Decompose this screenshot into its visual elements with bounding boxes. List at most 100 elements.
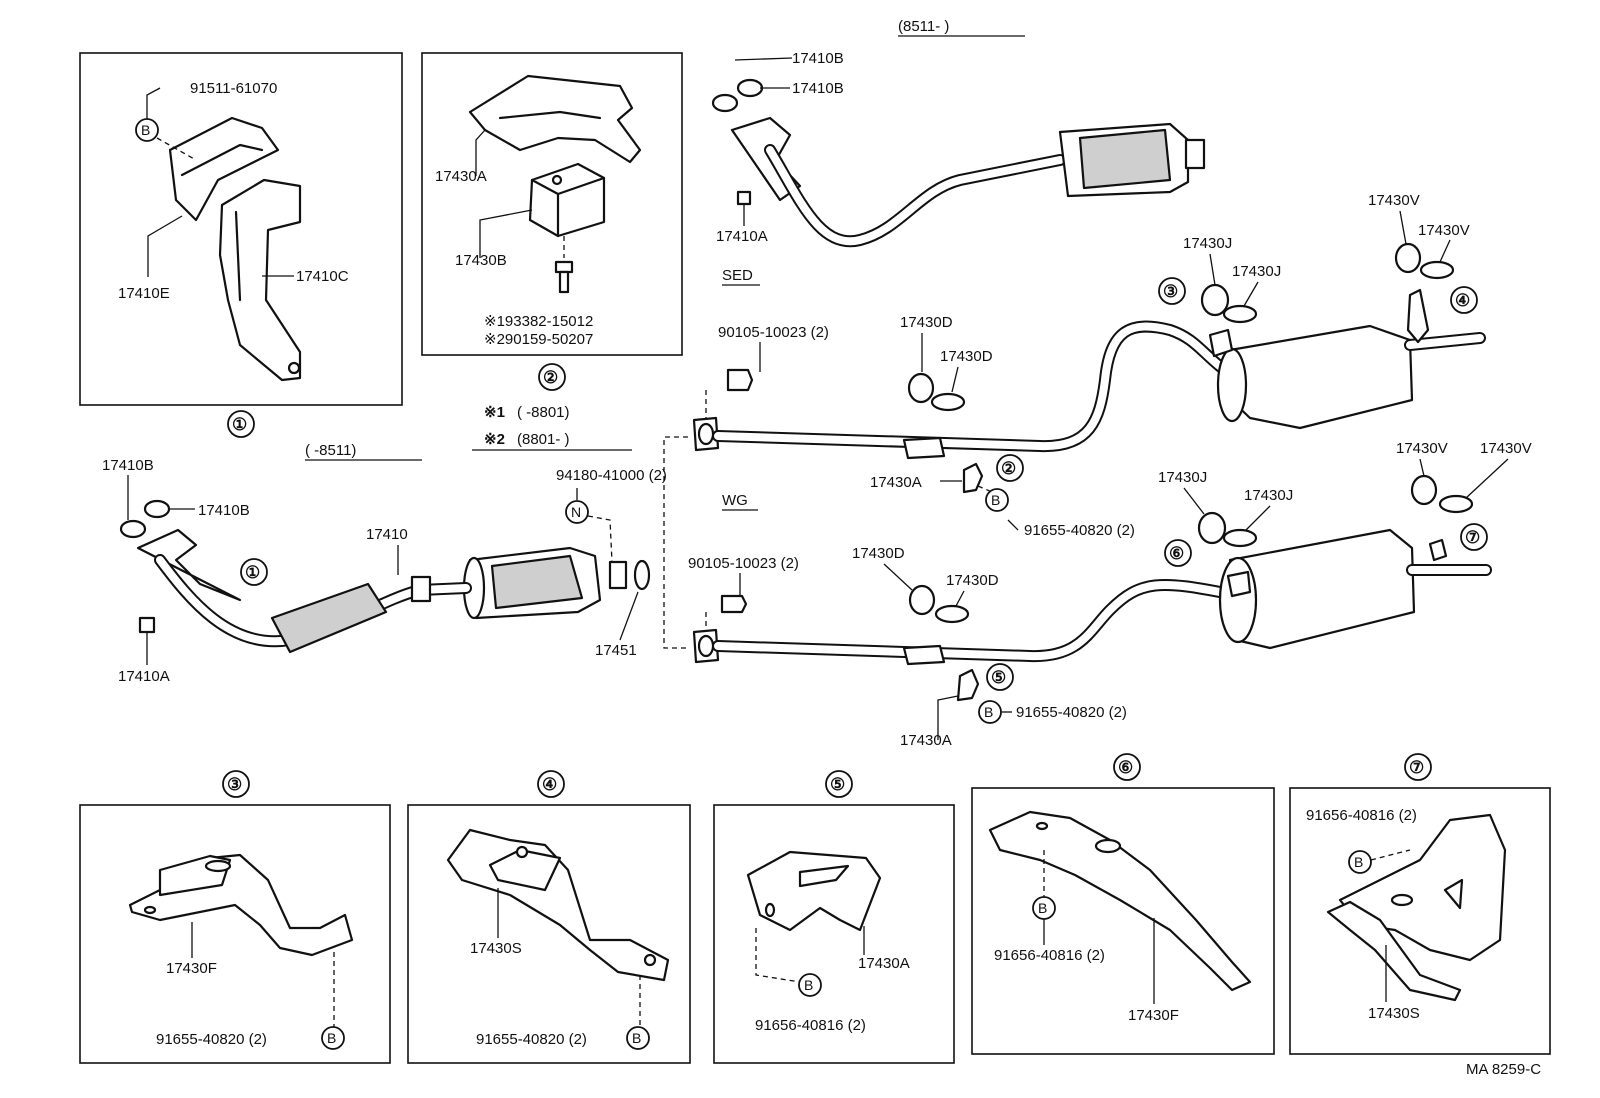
note2-mark: ※2 [484,431,505,448]
wg-bolt-b-text: B [984,704,993,720]
label-bolt2: ※290159-50207 [484,331,593,348]
wg-label: WG [722,492,748,509]
nut-n-marker [565,500,589,524]
exhaust-manifold-pipe-17410 [136,528,426,654]
label-17410b-sed-1: 17410B [792,50,844,67]
wg-rear-pipe: 90105-10023 (2) 17430D 17430D 17430J 174… [688,440,1532,749]
label-91511-61070: 91511-61070 [190,80,277,97]
heat-shield-17430a-drawing [468,74,642,164]
range-top-text: (8511- ) [898,18,949,35]
label-17430a-wg: 17430A [900,732,952,749]
label-bolt1: ※193382-15012 [484,313,593,330]
inset5-bolt-b: B [804,977,813,993]
label-90105-wg: 90105-10023 (2) [688,555,799,572]
notes-block: ※1 ( -8801) ※2 (8801- ) [472,404,632,451]
bolt-drawing [554,236,574,294]
label-17430v-wg-2: 17430V [1480,440,1532,457]
label-17410a-sed: 17410A [716,228,768,245]
label-17410b-left-1: 17410B [102,457,154,474]
mount-17430b-drawing [528,162,606,238]
inset-7: ⑦ B 91656-40816 (2) 17430S [1289,753,1551,1055]
label-17430a-inset5: 17430A [858,955,910,972]
label-91656-inset5: 91656-40816 (2) [755,1017,866,1034]
inset7-bolt-b: B [1354,854,1363,870]
label-17430d-sed-1: 17430D [900,314,953,331]
label-91656-inset7: 91656-40816 (2) [1306,807,1417,824]
bolt-b-marker: B [135,87,197,161]
label-91656-inset6: 91656-40816 (2) [994,947,1105,964]
nut-n-text: N [571,504,581,520]
inset-4: ④ 17430S 91655-40820 (2) B [407,770,691,1064]
inset-5-callout: ⑤ [830,775,845,794]
inset-4-callout: ④ [542,775,557,794]
label-17430j-wg-2: 17430J [1244,487,1293,504]
gasket-17410b-2 [143,499,171,519]
label-17410b-sed-2: 17410B [792,80,844,97]
sed-bolt-b-text: B [991,492,1000,508]
label-91655-inset3: 91655-40820 (2) [156,1031,267,1048]
inset-1-callout: ① [232,415,247,434]
sed-rear-pipe: 90105-10023 (2) 17430D 17430D 17430J 174… [692,192,1486,539]
label-91655-wg: 91655-40820 (2) [1016,704,1127,721]
note1-range: ( -8801) [517,404,570,421]
label-17430v-wg-1: 17430V [1396,440,1448,457]
connector-bracket [663,436,688,649]
bracket-17410c-drawing [218,178,302,382]
label-91655-inset4: 91655-40820 (2) [476,1031,587,1048]
label-91655-sed: 91655-40820 (2) [1024,522,1135,539]
label-17410: 17410 [366,526,408,543]
label-17410a-left: 17410A [118,668,170,685]
sed-callout-4: ④ [1455,291,1470,310]
label-17430j-sed-2: 17430J [1232,263,1281,280]
label-17430b: 17430B [455,252,507,269]
range-left-text: ( -8511) [305,442,356,459]
top-range-label: (8511- ) [898,18,1025,37]
label-17430j-wg-1: 17430J [1158,469,1207,486]
sed-callout-2: ② [1001,459,1016,478]
catalytic-converter [414,546,602,620]
inset4-bolt-b: B [632,1030,641,1046]
label-17430a-inset2: 17430A [435,168,487,185]
bracket-17410e-drawing [168,116,280,222]
gasket-17410b-1 [119,519,147,539]
inset-2-callout: ② [543,368,558,387]
note2-range: (8801- ) [517,431,570,448]
label-17430f-inset6: 17430F [1128,1007,1179,1024]
inset-3: ③ 17430F 91655-40820 (2) B [79,770,391,1064]
left-range-label: ( -8511) [305,442,422,461]
sed-callout-3: ③ [1163,282,1178,301]
bolt-b-text: B [141,122,150,138]
inset-5: ⑤ 17430A B 91656-40816 (2) [713,770,955,1064]
label-17430v-sed-2: 17430V [1418,222,1470,239]
label-94180-41000: 94180-41000 (2) [556,467,667,484]
inset-6: ⑥ B 91656-40816 (2) 17430F [971,753,1275,1055]
inset-6-callout: ⑥ [1118,758,1133,777]
label-17430d-wg-2: 17430D [946,572,999,589]
label-90105-sed: 90105-10023 (2) [718,324,829,341]
inset3-bolt-b: B [327,1030,336,1046]
label-17410b-left-2: 17410B [198,502,250,519]
label-17451: 17451 [595,642,637,659]
inset-7-callout: ⑦ [1409,758,1424,777]
sed-top-assembly: 17410B 17410B 17410A [711,50,1206,248]
wg-callout-6: ⑥ [1169,544,1184,563]
diagram-code: MA 8259-C [1466,1061,1541,1078]
gasket-17451 [633,559,651,591]
left-callout-1: ① [245,563,260,582]
label-17430s-inset4: 17430S [470,940,522,957]
label-17410e: 17410E [118,285,170,302]
inset-1: B 91511-61070 17410E 17410C ① [79,52,403,438]
nut-17410a-left [138,616,156,634]
inset-3-callout: ③ [227,775,242,794]
sed-label: SED [722,267,753,284]
label-17430d-wg-1: 17430D [852,545,905,562]
label-17430f-inset3: 17430F [166,960,217,977]
label-17430d-sed-2: 17430D [940,348,993,365]
inset6-bolt-b: B [1038,900,1047,916]
label-17410c: 17410C [296,268,349,285]
wg-callout-5: ⑤ [991,668,1006,687]
note1-mark: ※1 [484,404,505,421]
label-17430s-inset7: 17430S [1368,1005,1420,1022]
left-assembly: 17410B 17410B 17451 N 94180-41000 (2) 17… [102,457,667,685]
